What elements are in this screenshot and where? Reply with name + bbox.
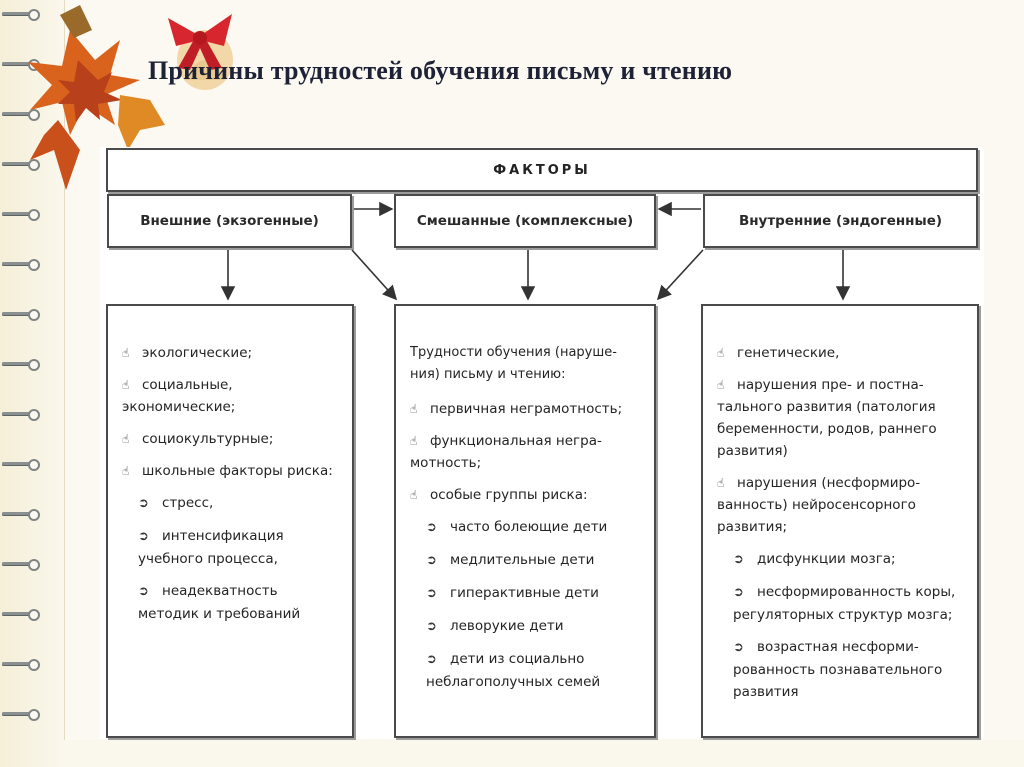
arrow-external-diagonal bbox=[351, 249, 398, 301]
sub-list-item: ➲дети из социально неблагополучных семей bbox=[426, 651, 601, 690]
spiral-ring-icon bbox=[2, 658, 40, 671]
spiral-ring-icon bbox=[2, 158, 40, 171]
sub-list-item: ➲возрастная несформи-рованность познават… bbox=[733, 639, 943, 700]
spiral-ring-icon bbox=[2, 308, 40, 321]
spiral-ring-icon bbox=[2, 458, 40, 471]
arrow-internal-diagonal bbox=[656, 249, 704, 301]
internal-factors-list: ☝генетические, ☝нарушения пре- и постна-… bbox=[701, 304, 979, 738]
spiral-ring-icon bbox=[2, 708, 40, 721]
list-item: ☝социокультурные; bbox=[122, 428, 340, 450]
list-item: ☝первичная неграмотность; bbox=[410, 398, 642, 420]
slide-footer-bar bbox=[64, 740, 1024, 767]
arrow-bullet-icon: ➲ bbox=[138, 496, 149, 511]
arrow-bullet-icon: ➲ bbox=[426, 586, 437, 601]
sub-list-item: ➲несформированность коры, регуляторных с… bbox=[733, 584, 956, 623]
arrow-bullet-icon: ➲ bbox=[426, 619, 437, 634]
spiral-ring-icon bbox=[2, 408, 40, 421]
spiral-ring-icon bbox=[2, 108, 40, 121]
hand-pointer-icon: ☝ bbox=[717, 476, 725, 490]
hand-pointer-icon: ☝ bbox=[717, 378, 725, 392]
hand-pointer-icon: ☝ bbox=[122, 346, 130, 360]
category-external-box: Внешние (экзогенные) bbox=[107, 194, 352, 248]
list-item: ☝генетические, bbox=[717, 342, 965, 364]
sub-list-item: ➲дисфункции мозга; bbox=[733, 548, 965, 571]
sub-list-item: ➲интенсификация учебного процесса, bbox=[138, 528, 284, 567]
list-item: ☝нарушения пре- и постна-тального развит… bbox=[717, 374, 965, 462]
mixed-factors-list: Трудности обучения (наруше-ния) письму и… bbox=[394, 304, 656, 738]
spiral-ring-icon bbox=[2, 508, 40, 521]
spiral-ring-icon bbox=[2, 258, 40, 271]
hand-pointer-icon: ☝ bbox=[717, 346, 725, 360]
category-internal-label: Внутренние (эндогенные) bbox=[738, 213, 943, 229]
arrow-bullet-icon: ➲ bbox=[733, 552, 744, 567]
arrow-bullet-icon: ➲ bbox=[138, 529, 149, 544]
hand-pointer-icon: ☝ bbox=[122, 432, 130, 446]
spiral-ring-icon bbox=[2, 208, 40, 221]
list-item: ☝функциональная негра-мотность; bbox=[410, 430, 642, 474]
category-mixed-label: Смешанные (комплексные) bbox=[416, 213, 634, 229]
list-item: ☝школьные факторы риска: bbox=[122, 460, 340, 482]
autumn-leaves-bell-decoration bbox=[28, 5, 233, 190]
sub-list-item: ➲часто болеющие дети bbox=[426, 516, 642, 539]
factors-header-box: ФАКТОРЫ bbox=[106, 148, 978, 192]
sub-list-item: ➲неадекватность методик и требований bbox=[138, 583, 301, 622]
sub-list-item: ➲леворукие дети bbox=[426, 615, 642, 638]
arrow-bullet-icon: ➲ bbox=[733, 640, 744, 655]
factors-header-label: ФАКТОРЫ bbox=[493, 162, 591, 178]
arrow-bullet-icon: ➲ bbox=[426, 652, 437, 667]
category-mixed-box: Смешанные (комплексные) bbox=[394, 194, 656, 248]
arrow-bullet-icon: ➲ bbox=[733, 585, 744, 600]
sub-list-item: ➲медлительные дети bbox=[426, 549, 642, 572]
external-factors-list: ☝экологические; ☝социальные, экономическ… bbox=[106, 304, 354, 738]
arrow-bullet-icon: ➲ bbox=[426, 520, 437, 535]
hand-pointer-icon: ☝ bbox=[410, 402, 418, 416]
hand-pointer-icon: ☝ bbox=[410, 434, 418, 448]
sub-list-item: ➲стресс, bbox=[138, 492, 340, 515]
list-item: ☝экологические; bbox=[122, 342, 340, 364]
spiral-ring-icon bbox=[2, 558, 40, 571]
hand-pointer-icon: ☝ bbox=[122, 464, 130, 478]
spiral-ring-icon bbox=[2, 608, 40, 621]
hand-pointer-icon: ☝ bbox=[122, 378, 130, 392]
category-internal-box: Внутренние (эндогенные) bbox=[703, 194, 978, 248]
list-item: ☝социальные, экономические; bbox=[122, 374, 340, 418]
arrow-bullet-icon: ➲ bbox=[138, 584, 149, 599]
spiral-ring-icon bbox=[2, 358, 40, 371]
mixed-intro-text: Трудности обучения (наруше-ния) письму и… bbox=[410, 345, 617, 382]
slide-title: Причины трудностей обучения письму и чте… bbox=[148, 56, 733, 85]
category-external-label: Внешние (экзогенные) bbox=[140, 213, 319, 229]
list-item: ☝особые группы риска: bbox=[410, 484, 642, 506]
sub-list-item: ➲гиперактивные дети bbox=[426, 582, 642, 605]
arrow-bullet-icon: ➲ bbox=[426, 553, 437, 568]
hand-pointer-icon: ☝ bbox=[410, 488, 418, 502]
list-item: ☝нарушения (несформиро-ванность) нейросе… bbox=[717, 472, 965, 538]
spiral-ring-icon bbox=[2, 8, 40, 21]
